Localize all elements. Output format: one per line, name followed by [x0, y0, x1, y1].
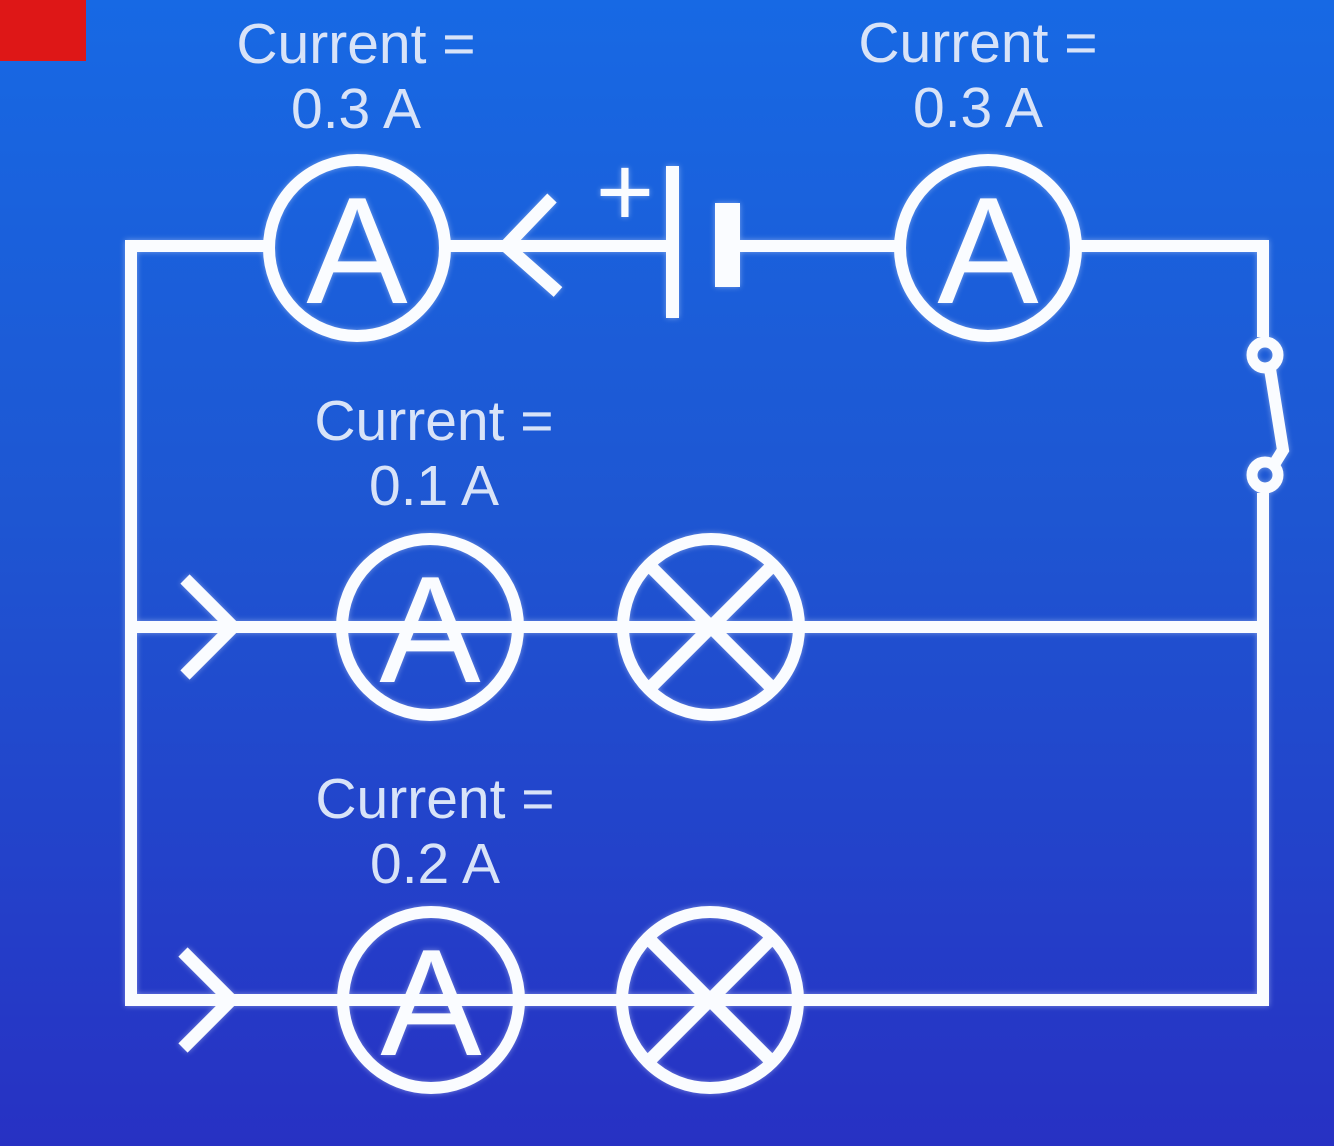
- ammeter-letter: A: [380, 918, 482, 1088]
- current-arrow-main-left: [496, 193, 563, 297]
- label-line-2: 0.3 A: [913, 76, 1043, 140]
- switch-contact-top: [1246, 336, 1284, 374]
- label-line-1: Current =: [315, 767, 554, 831]
- label-line-1: Current =: [236, 12, 475, 76]
- battery-positive-label: +: [596, 136, 654, 248]
- label-main-left: Current = 0.3 A: [236, 12, 475, 141]
- switch-lever: [1264, 368, 1290, 467]
- switch: [1246, 336, 1290, 494]
- ammeter-letter: A: [937, 166, 1039, 336]
- ammeter-letter: A: [306, 166, 408, 336]
- current-arrow-branch-1: [180, 574, 243, 680]
- ammeter-circle: [336, 533, 524, 721]
- ammeter-main-right: A: [894, 154, 1082, 342]
- label-branch-1: Current = 0.1 A: [314, 389, 553, 518]
- ammeter-circle: [894, 154, 1082, 342]
- label-line-2: 0.1 A: [369, 454, 499, 518]
- label-main-right: Current = 0.3 A: [858, 11, 1097, 140]
- lamp-cross: [643, 933, 777, 1067]
- lamp-cross: [644, 560, 778, 694]
- ammeter-circle: [263, 154, 451, 342]
- corner-marker: [0, 0, 86, 61]
- label-line-1: Current =: [314, 389, 553, 453]
- lamp-circle: [617, 533, 805, 721]
- label-line-2: 0.2 A: [370, 832, 500, 896]
- ammeter-letter: A: [379, 545, 481, 715]
- ammeter-circle: [337, 906, 525, 1094]
- ammeter-branch-2: A: [337, 906, 525, 1094]
- circuit-wires: [125, 240, 1269, 1006]
- lamp-branch-2: [616, 906, 804, 1094]
- label-branch-2: Current = 0.2 A: [315, 767, 554, 896]
- label-line-2: 0.3 A: [291, 77, 421, 141]
- ammeter-main-left: A: [263, 154, 451, 342]
- battery: +: [596, 136, 740, 318]
- lamp-branch-1: [617, 533, 805, 721]
- battery-negative-plate: [715, 203, 740, 287]
- current-arrow-branch-2: [178, 947, 241, 1053]
- ammeter-branch-1: A: [336, 533, 524, 721]
- lamp-circle: [616, 906, 804, 1094]
- switch-contact-bottom: [1246, 456, 1284, 494]
- label-line-1: Current =: [858, 11, 1097, 75]
